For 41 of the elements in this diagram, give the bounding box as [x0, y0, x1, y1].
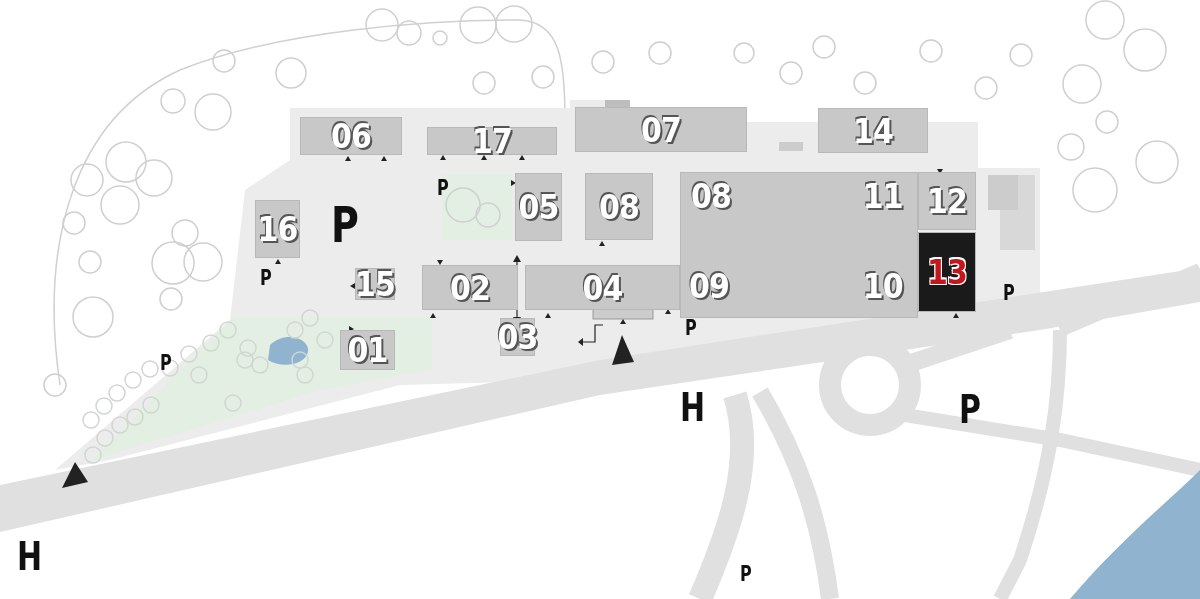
building-number: 12: [926, 183, 968, 219]
building-number: 16: [257, 211, 298, 247]
map-letter: H: [17, 537, 43, 577]
map-letter: P: [685, 317, 697, 339]
building-number: 05: [518, 189, 559, 225]
building-number: 10: [862, 268, 903, 304]
building-block: [427, 127, 557, 155]
building-block: [818, 108, 928, 153]
map-letter: P: [959, 390, 981, 430]
building-number: 07: [640, 112, 682, 147]
map-letter: P: [1003, 282, 1015, 304]
building-number: 09: [689, 268, 730, 304]
building-number: 03: [497, 319, 538, 355]
building-number: 15: [354, 266, 396, 302]
map-letter: P: [740, 564, 752, 586]
map-letter: H: [680, 388, 706, 428]
building-number: 06: [330, 118, 372, 154]
building-number: 11: [862, 178, 903, 214]
building-block: [340, 330, 395, 370]
building-block: [575, 107, 747, 152]
building-block: [300, 117, 402, 155]
building-block: [918, 172, 976, 230]
building-block: [515, 173, 562, 241]
building-block: [525, 265, 680, 310]
building-block: [422, 265, 518, 310]
map-letter: P: [331, 200, 359, 250]
building-block: [918, 232, 976, 312]
building-number: 17: [471, 123, 513, 159]
building-number: 14: [852, 113, 894, 148]
building-block: [585, 173, 653, 240]
building-number: 02: [449, 270, 491, 305]
building-number: 08: [691, 178, 732, 214]
building-number: 13: [926, 254, 968, 290]
building-block: [680, 172, 918, 318]
map-letter: P: [437, 177, 449, 199]
building-block: [255, 200, 300, 258]
building-number: 04: [582, 270, 623, 305]
building-number: 01: [347, 332, 388, 368]
building-number: 08: [598, 189, 640, 224]
map-letter: P: [260, 267, 272, 289]
map-letter: P: [160, 352, 172, 374]
